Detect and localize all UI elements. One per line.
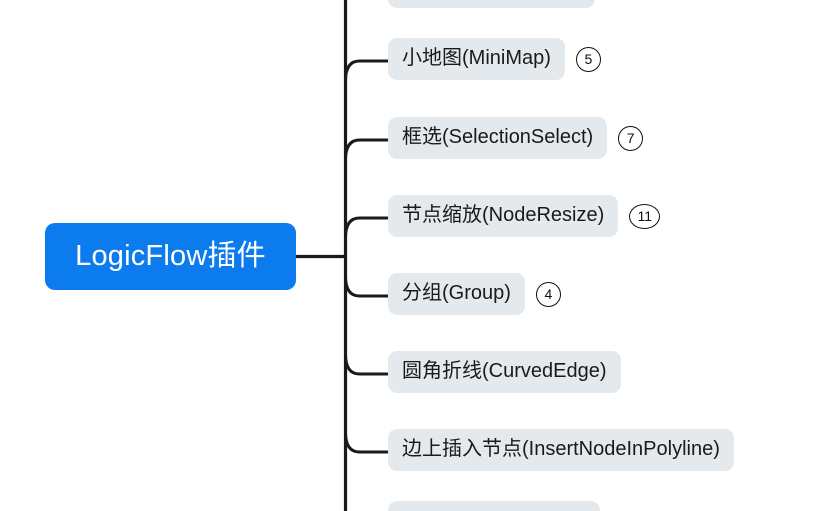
branch-node-insertnodeinpolyline[interactable]: 边上插入节点(InsertNodeInPolyline) [388, 429, 734, 471]
branch-node-curvededge[interactable]: 圆角折线(CurvedEdge) [388, 351, 621, 393]
branch-label-group: 分组(Group) [402, 282, 511, 304]
branch-label-curvededge: 圆角折线(CurvedEdge) [402, 360, 607, 382]
branch-node-selectionselect[interactable]: 框选(SelectionSelect) 7 [388, 117, 644, 159]
branch-node-clipped-bottom[interactable] [388, 501, 600, 511]
branch-node-noderesize[interactable]: 节点缩放(NodeResize) 11 [388, 195, 661, 237]
branch-pill-noderesize[interactable]: 节点缩放(NodeResize) [388, 195, 619, 237]
branch-badge-noderesize: 11 [629, 203, 661, 229]
branch-badge-selectionselect: 7 [618, 125, 644, 151]
branch-pill-group[interactable]: 分组(Group) [388, 273, 525, 315]
branch-pill-selectionselect[interactable]: 框选(SelectionSelect) [388, 117, 608, 159]
branch-pill-curvededge[interactable]: 圆角折线(CurvedEdge) [388, 351, 621, 393]
root-node-logicflow-plugins[interactable]: LogicFlow插件 [45, 223, 296, 290]
branch-node-clipped-top[interactable] [388, 0, 595, 8]
branch-pill-insertnodeinpolyline[interactable]: 边上插入节点(InsertNodeInPolyline) [388, 429, 734, 471]
branch-node-minimap[interactable]: 小地图(MiniMap) 5 [388, 38, 601, 80]
branch-badge-group: 4 [535, 281, 561, 307]
branch-label-insertnodeinpolyline: 边上插入节点(InsertNodeInPolyline) [402, 438, 720, 460]
branch-badge-minimap: 5 [575, 46, 601, 72]
branch-label-selectionselect: 框选(SelectionSelect) [402, 126, 594, 148]
branch-label-minimap: 小地图(MiniMap) [402, 47, 551, 69]
root-node-label: LogicFlow插件 [75, 240, 266, 272]
branch-pill-minimap[interactable]: 小地图(MiniMap) [388, 38, 565, 80]
branch-node-group[interactable]: 分组(Group) 4 [388, 273, 561, 315]
branch-label-noderesize: 节点缩放(NodeResize) [402, 204, 605, 226]
